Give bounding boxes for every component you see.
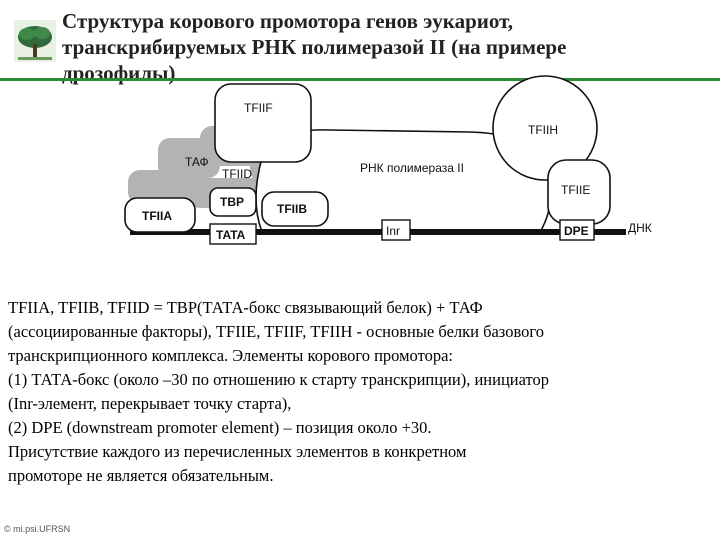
text-line: транскрипционного комплекса. Элементы ко… <box>8 346 453 365</box>
dpe-label: DPE <box>564 224 589 238</box>
tfiif-label: TFIIF <box>244 101 273 115</box>
text-line: Присутствие каждого из перечисленных эле… <box>8 442 467 461</box>
tata-label: TATA <box>216 228 246 242</box>
tbp-shape <box>209 187 257 217</box>
tfiia-shape <box>124 197 196 233</box>
tfiia-label: TFIIA <box>142 209 172 223</box>
text-line: (Inr-элемент, перекрывает точку старта), <box>8 394 292 413</box>
text-line: TFIIA, TFIIB, TFIID = TBP(ТАТА-бокс связ… <box>8 298 483 317</box>
tata-box <box>209 223 257 245</box>
taf-label: ТАФ <box>185 155 209 169</box>
tfiih-shape <box>492 75 598 181</box>
tfiih-label: TFIIH <box>528 123 558 137</box>
tfiif-shape <box>214 83 312 163</box>
text-line: (1) ТАТА-бокс (около –30 по отношению к … <box>8 370 550 389</box>
inr-box <box>381 219 411 241</box>
dna-label: ДНК <box>628 221 652 235</box>
tbp-label: TBP <box>220 195 244 209</box>
text-line: (2) DPE (downstream promoter element) – … <box>8 418 432 437</box>
rna-polymerase-label: РНК полимераза II <box>360 161 464 175</box>
title-line: дрозофилы) <box>62 61 176 85</box>
text-line: промоторе не является обязательным. <box>8 466 274 485</box>
dna-line <box>130 229 626 235</box>
tfiib-label: TFIIB <box>277 202 307 216</box>
dpe-box <box>559 219 595 241</box>
inr-label: Inr <box>386 224 400 238</box>
title-line: Структура корового промотора генов эукар… <box>62 9 514 33</box>
tfiie-label: TFIIE <box>561 183 590 197</box>
text-line: (ассоциированные факторы), TFIIE, TFIIF,… <box>8 322 545 341</box>
tfiid-label: TFIID <box>222 167 252 181</box>
title-accent-rule <box>0 78 720 81</box>
tree-logo-icon <box>14 20 56 62</box>
footer-credit: © mi.psi.UFRSN <box>4 524 71 534</box>
title-line: транскрибируемых РНК полимеразой II (на … <box>62 35 567 59</box>
promoter-diagram: TFIIF TFIIH ТАФ TFIID РНК полимераза II … <box>124 75 652 245</box>
tfiib-shape <box>261 191 329 227</box>
description-text: TFIIA, TFIIB, TFIID = TBP(ТАТА-бокс связ… <box>8 296 714 488</box>
slide-title: Структура корового промотора генов эукар… <box>62 8 712 86</box>
